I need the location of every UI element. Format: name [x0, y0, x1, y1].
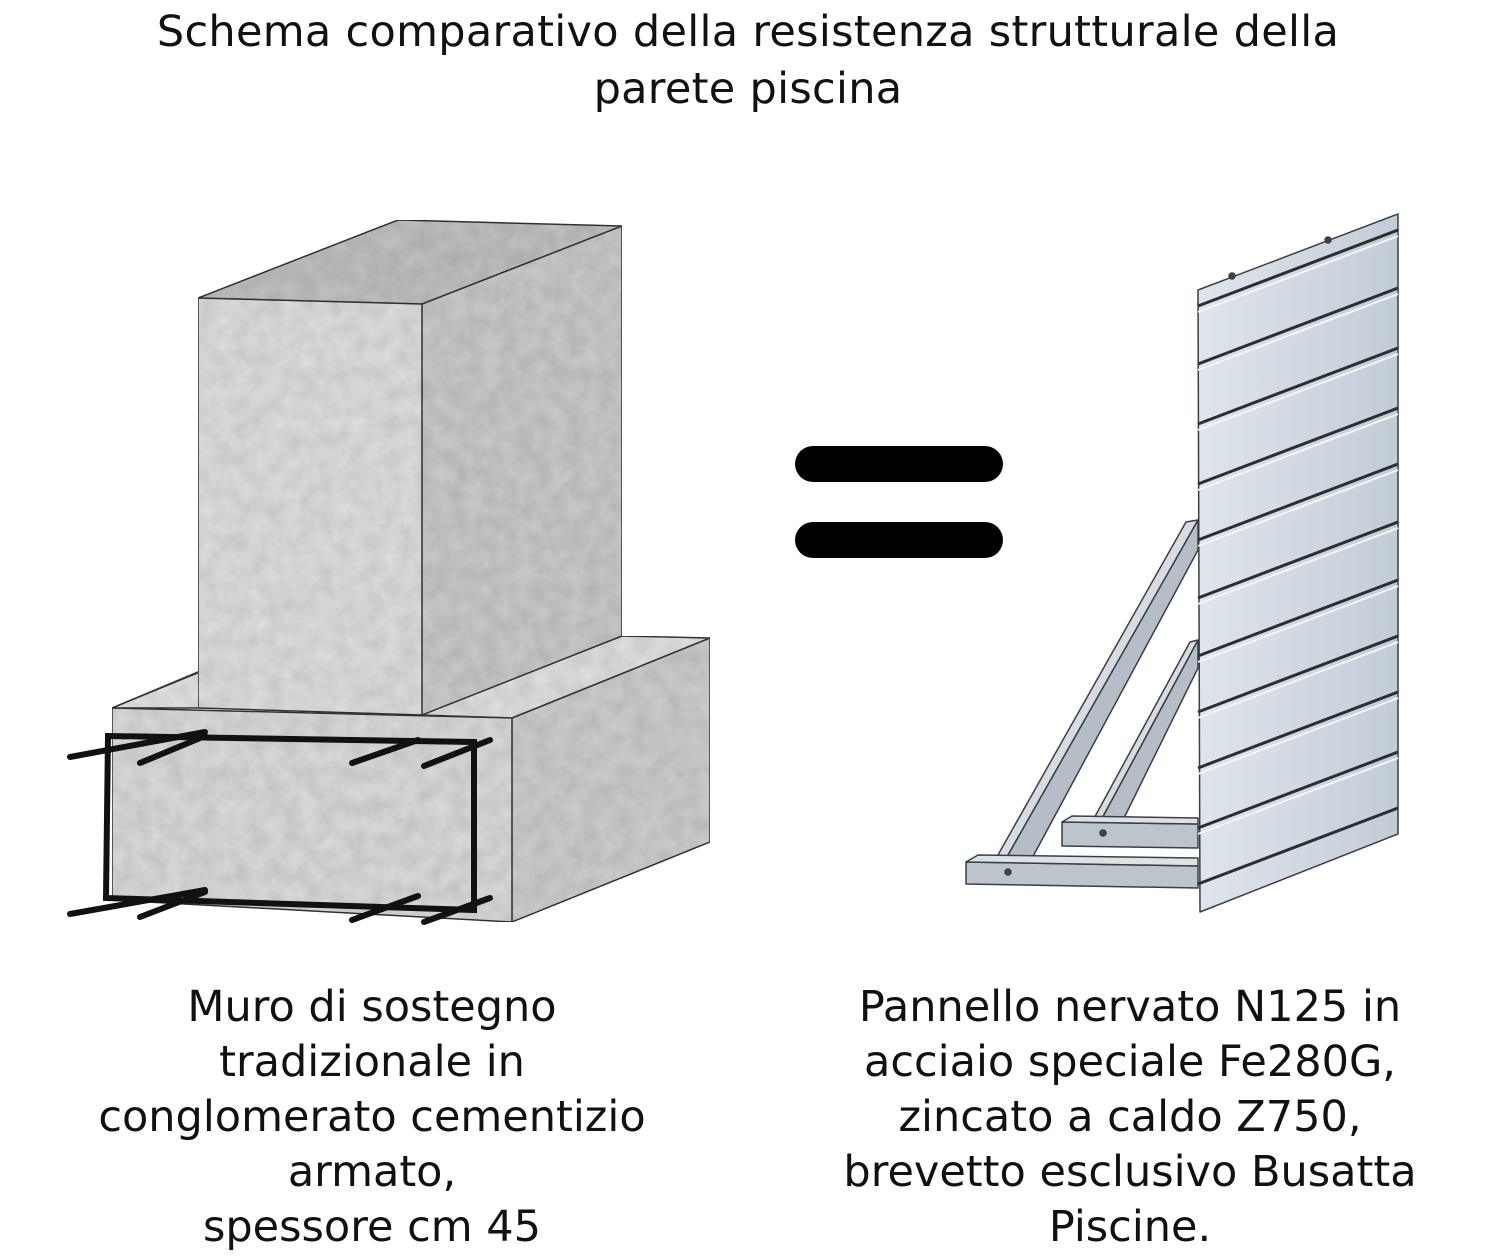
rebar-stirrup: [102, 732, 477, 914]
caption-right-line-4: brevetto esclusivo Busatta: [843, 1147, 1417, 1197]
equals-sign: [795, 446, 1003, 558]
base-rail-upper: [1061, 821, 1199, 849]
rebar-cage: [67, 729, 493, 925]
diagram-title: Schema comparativo della resistenza stru…: [0, 4, 1496, 118]
rebar-bar: [67, 887, 208, 917]
stem-front-face: [197, 297, 423, 716]
steel-panel-assembly: [965, 213, 1399, 913]
caption-right-line-3: zincato a caldo Z750,: [898, 1092, 1362, 1142]
caption-left-line-3: conglomerato cementizio: [98, 1092, 646, 1142]
concrete-wall-caption: Muro di sostegno tradizionale in conglom…: [72, 980, 672, 1255]
caption-right-line-2: acciaio speciale Fe280G,: [864, 1037, 1396, 1087]
title-line-2: parete piscina: [593, 64, 903, 114]
caption-left-line-5: spessore cm 45: [202, 1202, 542, 1252]
concrete-retaining-wall: [111, 219, 711, 923]
caption-right-line-1: Pannello nervato N125 in: [858, 982, 1402, 1032]
panel-ribs: [1197, 228, 1399, 886]
caption-left-line-1: Muro di sostegno: [187, 982, 557, 1032]
caption-left-line-4: armato,: [287, 1147, 457, 1197]
rebar-bar: [137, 733, 208, 766]
caption-left-line-2: tradizionale in: [219, 1037, 525, 1087]
caption-right-line-5: Piscine.: [1048, 1202, 1212, 1252]
footing-front-face: [111, 707, 513, 923]
stem-side-face: [421, 225, 623, 716]
rebar-bar: [349, 737, 421, 766]
rebar-bar: [421, 737, 493, 769]
steel-panel-caption: Pannello nervato N125 in acciaio special…: [820, 980, 1440, 1255]
rebar-bar: [349, 893, 421, 923]
rebar-bar: [137, 889, 208, 920]
ribbed-panel: [1197, 213, 1399, 913]
title-line-1: Schema comparativo della resistenza stru…: [156, 7, 1340, 57]
rebar-bar: [67, 729, 208, 760]
rebar-bar: [421, 895, 493, 925]
